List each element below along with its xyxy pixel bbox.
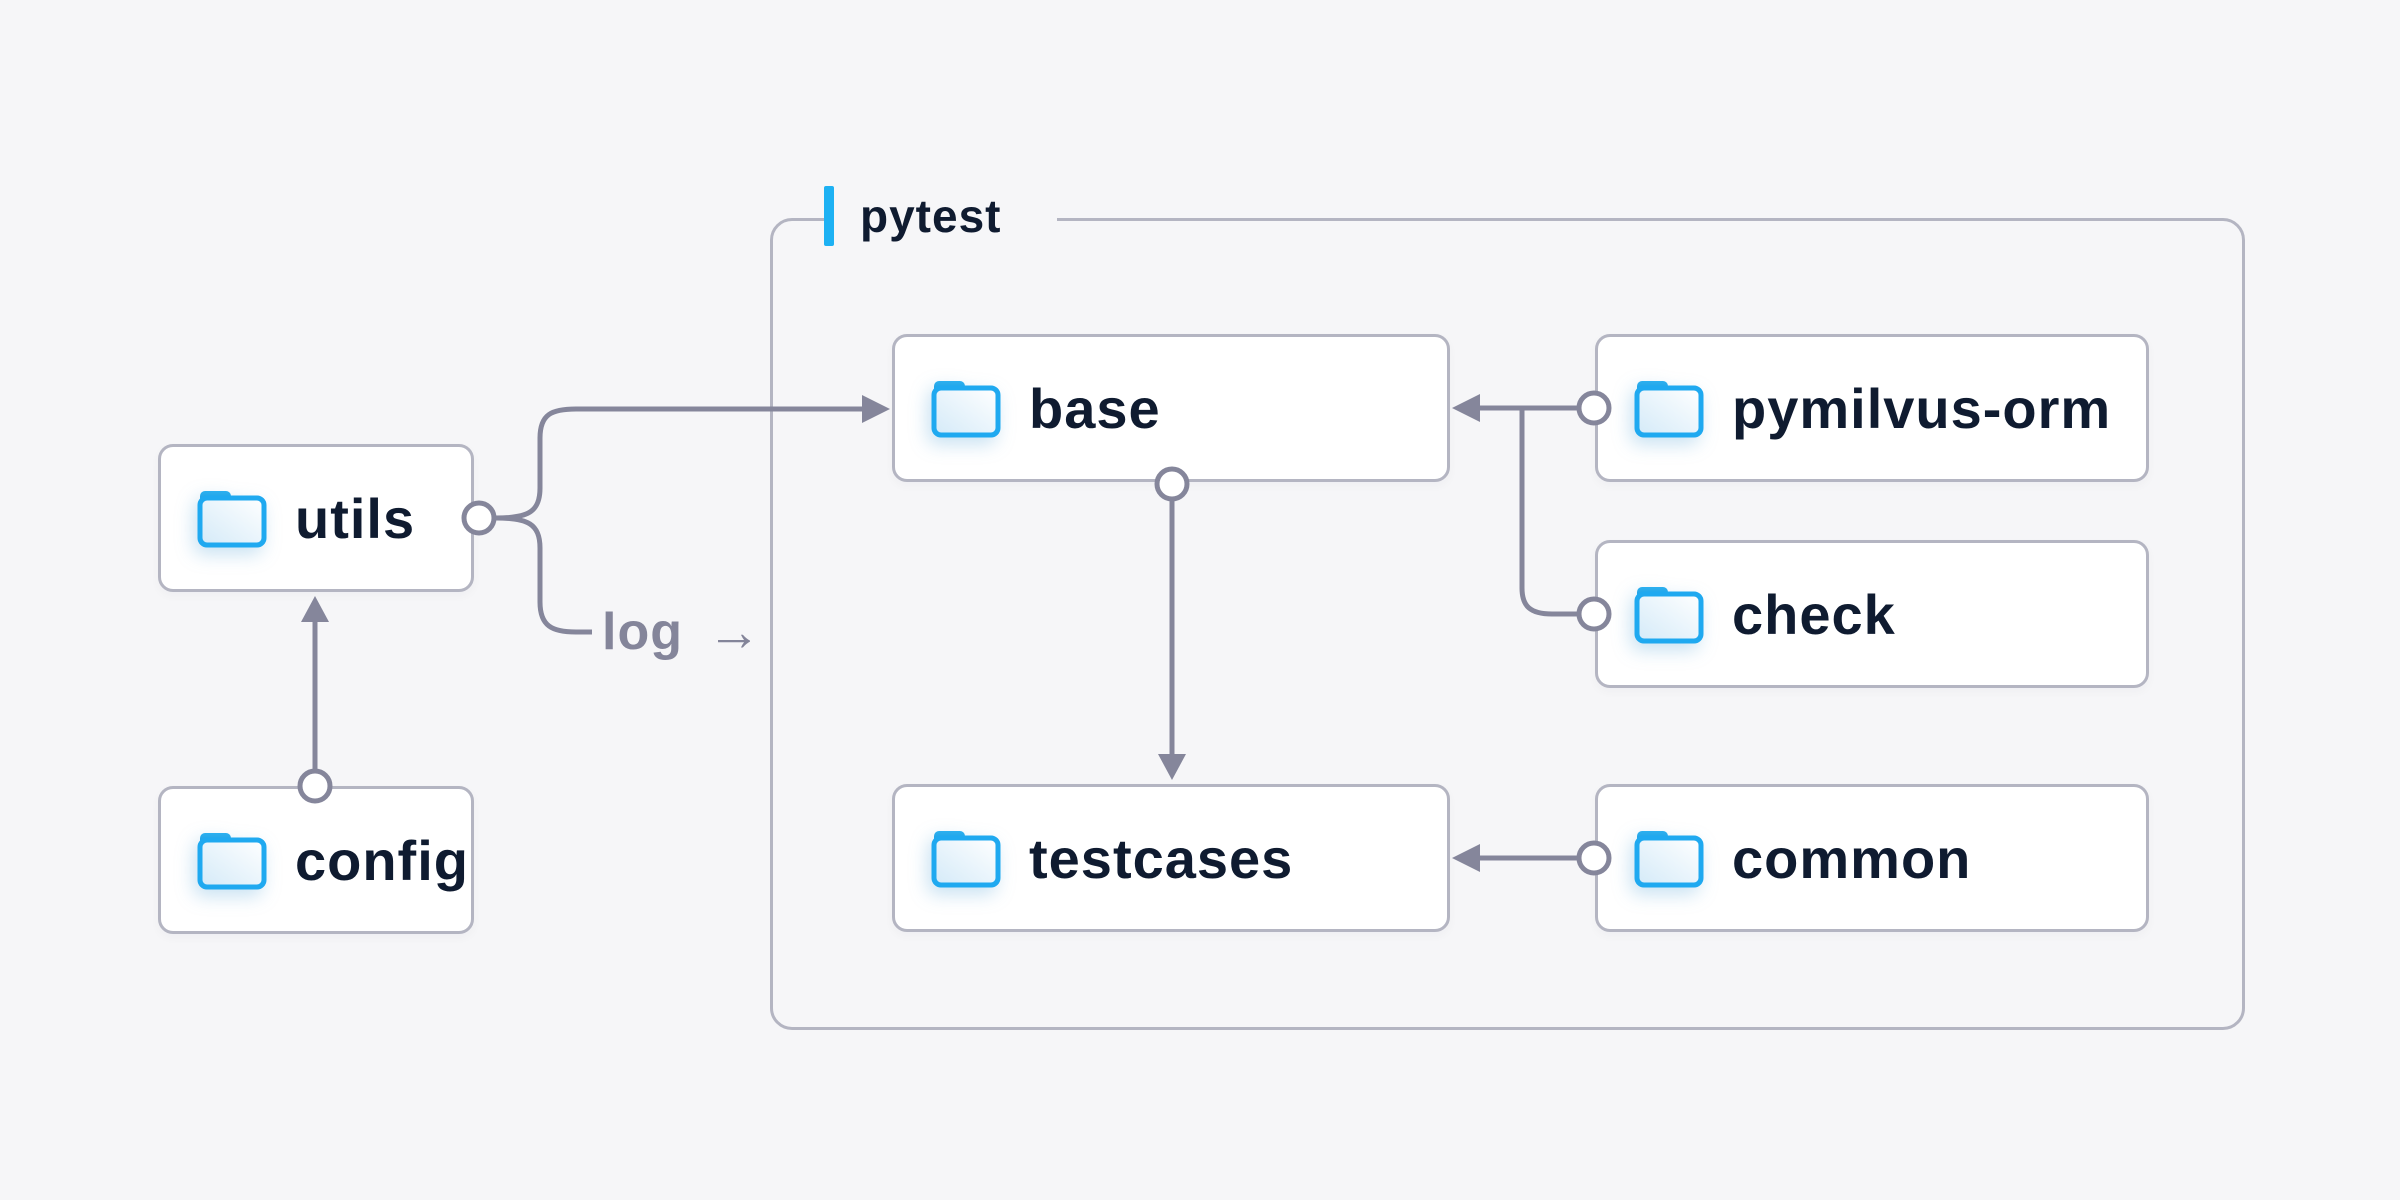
folder-icon bbox=[1634, 831, 1704, 888]
node-check: check bbox=[1595, 540, 2149, 688]
node-config: config bbox=[158, 786, 474, 934]
edge-label-text: log bbox=[602, 603, 683, 661]
node-label: common bbox=[1732, 826, 1972, 890]
accent-bar bbox=[824, 186, 834, 246]
node-label: pymilvus-orm bbox=[1732, 376, 2112, 440]
edge-utils-log bbox=[495, 515, 592, 635]
node-label: base bbox=[1029, 376, 1161, 440]
node-utils: utils bbox=[158, 444, 474, 592]
pytest-group-label: pytest bbox=[824, 184, 1058, 248]
arrowhead-into-utils-bottom bbox=[301, 596, 329, 622]
folder-icon bbox=[1634, 381, 1704, 438]
arrow-right-icon: → bbox=[706, 602, 762, 662]
node-label: testcases bbox=[1029, 826, 1294, 890]
node-label: utils bbox=[295, 486, 416, 550]
node-label: config bbox=[295, 828, 469, 892]
folder-icon bbox=[1634, 587, 1704, 644]
folder-icon bbox=[931, 831, 1001, 888]
group-label-text: pytest bbox=[860, 190, 1002, 242]
folder-icon bbox=[197, 491, 267, 548]
node-common: common bbox=[1595, 784, 2149, 932]
node-testcases: testcases bbox=[892, 784, 1450, 932]
folder-icon bbox=[197, 833, 267, 890]
node-label: check bbox=[1732, 582, 1896, 646]
pytest-group-frame bbox=[770, 218, 2245, 1030]
node-base: base bbox=[892, 334, 1450, 482]
node-pymilvus-orm: pymilvus-orm bbox=[1595, 334, 2149, 482]
edge-label-log: log → bbox=[602, 601, 762, 663]
folder-icon bbox=[931, 381, 1001, 438]
